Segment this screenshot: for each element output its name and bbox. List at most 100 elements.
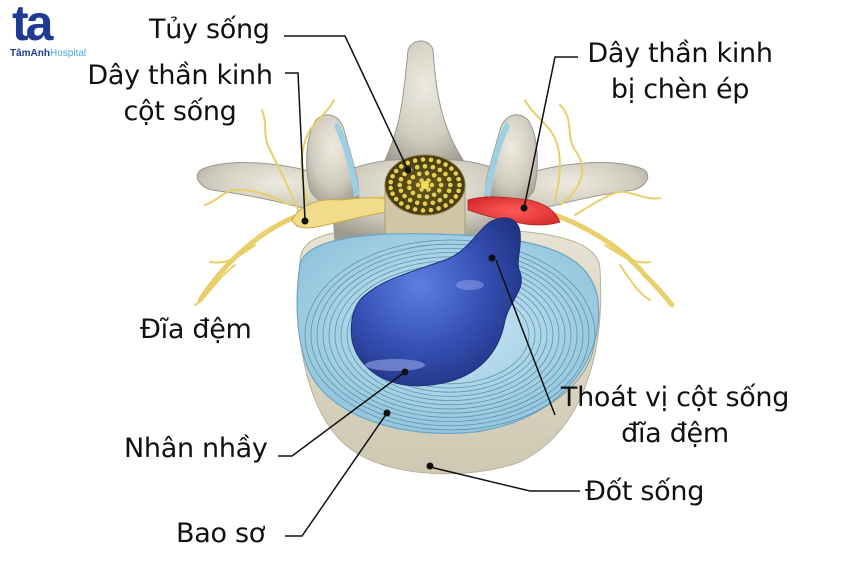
- label-annulus: Bao sơ: [176, 518, 265, 549]
- nucleus-highlight: [365, 359, 425, 371]
- cord-fiber-dot: [448, 182, 453, 188]
- cord-fiber-dot: [424, 194, 430, 200]
- cord-fiber-dot: [457, 182, 462, 188]
- cord-fiber-dot: [436, 159, 441, 164]
- cord-fiber-dot: [414, 164, 420, 170]
- nucleus-highlight: [456, 280, 484, 290]
- label-spinal-cord: Tủy sống: [149, 14, 270, 45]
- cord-fiber-dot: [453, 194, 459, 199]
- leader-dots: [301, 166, 528, 470]
- cord-fiber-dot: [390, 173, 395, 179]
- leader-compressed-nerve: [523, 56, 578, 209]
- cord-fiber-dot: [436, 177, 442, 182]
- cord-fiber-dot: [393, 196, 399, 202]
- leader-spinal-cord: [284, 35, 409, 171]
- cord-fiber-dot: [398, 176, 404, 182]
- label-compressed-nerve: Dây thần kinh bị chèn ép: [580, 36, 780, 108]
- cord-fiber-dot: [449, 199, 454, 204]
- leader-nucleus: [278, 371, 406, 457]
- cord-fiber-dot: [407, 185, 412, 191]
- spinous-process: [379, 40, 471, 171]
- cord-fiber-dot: [428, 157, 434, 163]
- leader-annulus: [285, 412, 388, 537]
- logo-wordmark: TâmAnhHospital: [10, 48, 86, 60]
- cord-fiber-dot: [390, 191, 395, 197]
- cord-fiber-dot: [443, 193, 448, 199]
- label-disc: Đĩa đệm: [140, 314, 252, 345]
- cord-fiber-dot: [456, 188, 461, 194]
- cord-fiber-dot: [443, 162, 448, 167]
- cord-fiber-dot: [443, 203, 448, 208]
- cord-fiber-dot: [410, 190, 416, 196]
- cord-fiber-dot: [397, 182, 403, 188]
- cord-fiber-dot: [405, 160, 411, 166]
- logo-suffix: Hospital: [50, 48, 87, 59]
- cord-fiber-dot: [431, 172, 437, 178]
- cord-fiber-dot: [420, 208, 426, 213]
- cord-fiber-dot: [428, 207, 434, 213]
- nucleus-pulposus: [350, 217, 522, 387]
- cord-fiber-dot: [430, 164, 436, 170]
- spinal-cord: [384, 154, 466, 248]
- right-spinal-nerve: [524, 99, 675, 308]
- cord-fiber-dot: [422, 201, 428, 206]
- cord-central-canal: [421, 181, 429, 189]
- cord-fiber-dot: [414, 200, 420, 206]
- logo-mark: ta: [12, 0, 54, 51]
- cord-fiber-dot: [436, 188, 442, 193]
- label-nucleus: Nhân nhầy: [124, 433, 268, 464]
- cord-fiber-dot: [443, 171, 448, 177]
- spinal-cord-fibers: [388, 157, 462, 213]
- label-spinal-nerve-line1: Dây thần kinh: [87, 60, 273, 91]
- cord-fiber-dot: [437, 167, 443, 173]
- cord-fiber-dot: [398, 188, 404, 194]
- cord-fiber-dot: [449, 166, 454, 171]
- cord-fiber-dot: [388, 179, 394, 185]
- cord-fiber-dot: [415, 182, 421, 188]
- cord-fiber-dot: [430, 200, 436, 206]
- logo-brand: TâmAnh: [10, 48, 50, 59]
- cord-fiber-dot: [416, 193, 422, 199]
- cord-fiber-dot: [405, 204, 411, 210]
- compressed-nerve: [467, 196, 561, 226]
- cord-fiber-dot: [393, 168, 399, 174]
- cord-fiber-dot: [422, 164, 428, 169]
- cord-fiber-dot: [429, 182, 435, 188]
- cord-fiber-dot: [437, 197, 443, 203]
- cord-fiber-dot: [431, 192, 437, 198]
- cord-fiber-dot: [407, 179, 412, 185]
- label-compressed-nerve-line1: Dây thần kinh: [587, 38, 773, 69]
- label-spinal-nerve: Dây thần kinh cột sống: [80, 58, 280, 130]
- cord-fiber-dot: [456, 176, 461, 182]
- cord-fiber-dot: [399, 201, 404, 206]
- cord-fiber-dot: [436, 206, 441, 211]
- annulus-ring: [316, 247, 584, 422]
- label-vertebra: Đốt sống: [585, 476, 705, 507]
- cord-fiber-dot: [416, 171, 422, 177]
- cord-fiber-dot: [446, 188, 452, 194]
- leader-spinal-nerve: [285, 72, 306, 221]
- cord-fiber-dot: [453, 171, 459, 176]
- label-herniation-line1: Thoát vị cột sống: [560, 382, 790, 413]
- cord-fiber-dot: [388, 185, 394, 191]
- right-facet-cartilage: [484, 122, 510, 197]
- label-spinal-nerve-line2: cột sống: [123, 96, 237, 127]
- leader-herniation: [495, 259, 556, 416]
- cord-fiber-dot: [399, 164, 404, 169]
- annulus-ring: [304, 239, 596, 431]
- cord-fiber-dot: [424, 170, 430, 176]
- cord-fiber-dot: [402, 171, 407, 177]
- cord-fiber-dot: [438, 182, 444, 188]
- annulus-ring: [322, 252, 578, 418]
- label-herniation: Thoát vị cột sống đĩa đệm: [555, 380, 795, 452]
- leader-vertebra: [429, 466, 580, 492]
- cord-fiber-dot: [407, 197, 413, 203]
- cord-fiber-dot: [410, 174, 416, 180]
- cord-fiber-dot: [402, 193, 407, 199]
- left-facet-cartilage: [334, 122, 360, 197]
- label-compressed-nerve-line2: bị chèn ép: [610, 74, 750, 105]
- annulus-ring: [310, 243, 590, 427]
- cord-fiber-dot: [412, 158, 418, 163]
